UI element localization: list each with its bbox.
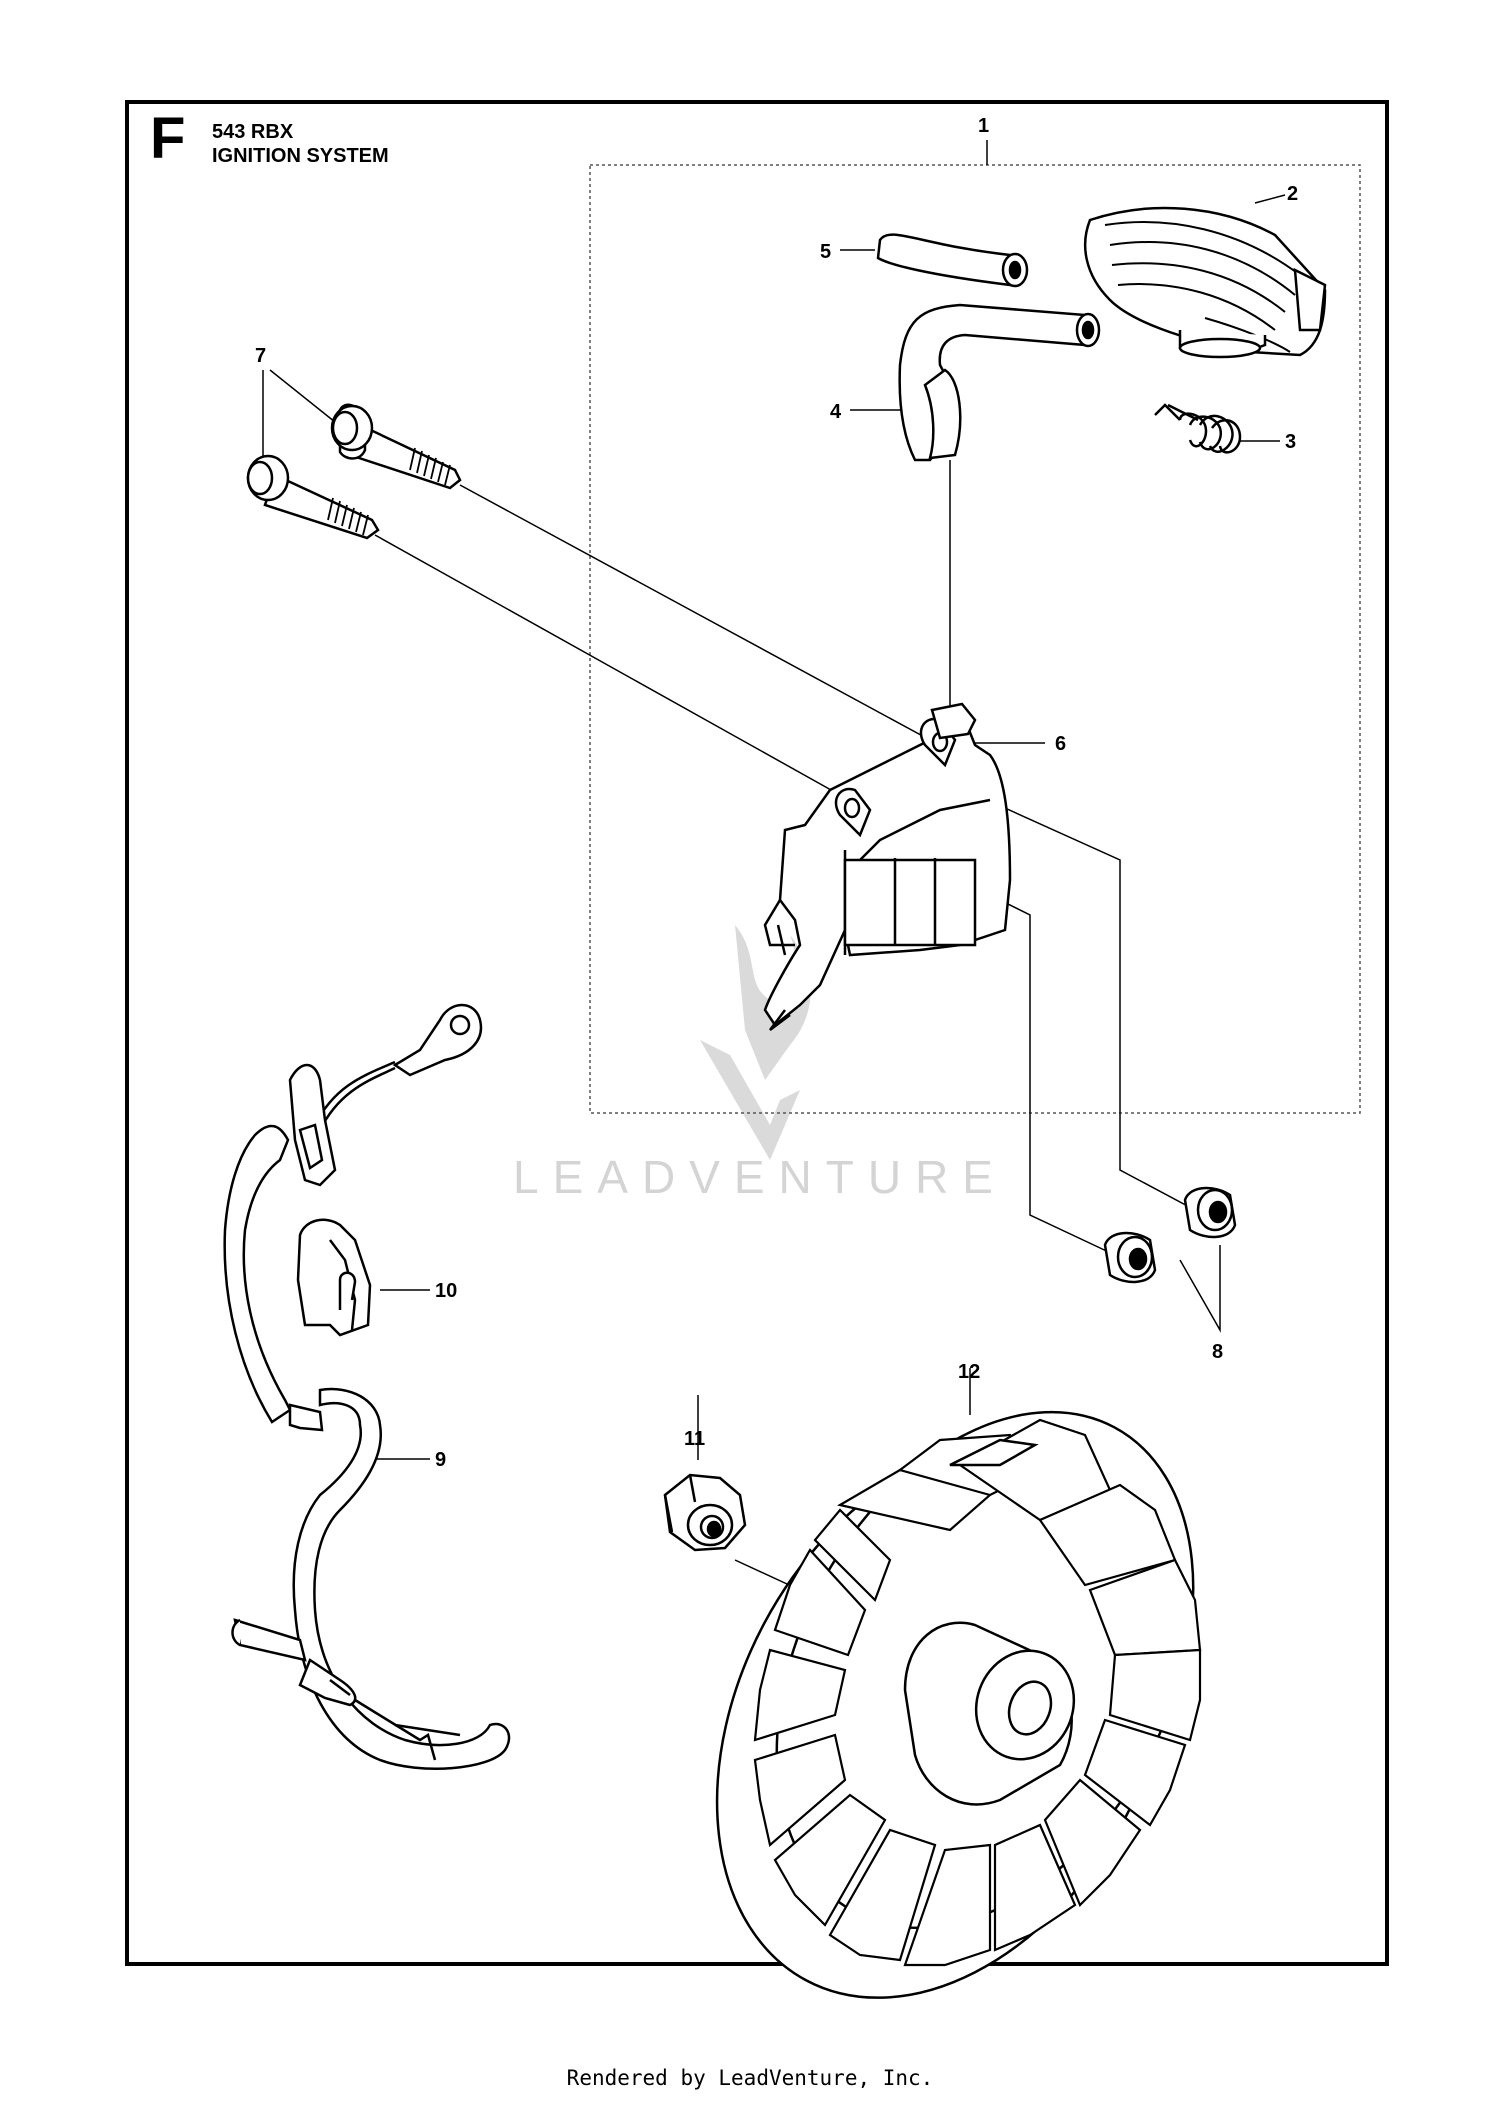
callout-4: 4	[830, 401, 842, 423]
part-5-hose	[876, 233, 1029, 288]
part-12-flywheel	[715, 1410, 1202, 1999]
part-11-nut	[663, 1473, 747, 1552]
callout-11: 11	[684, 1428, 705, 1450]
part-2-switch	[1083, 206, 1327, 359]
model-name: 543 RBX	[212, 121, 294, 143]
kit-boundary-box	[589, 164, 1361, 1114]
system-name: IGNITION SYSTEM	[212, 145, 389, 167]
leader-lines	[262, 194, 1286, 1591]
callout-5: 5	[820, 241, 831, 263]
part-7-screws	[246, 403, 462, 540]
part-9-ignition-cable	[223, 1003, 511, 1770]
callout-8: 8	[1212, 1341, 1223, 1363]
callout-3: 3	[1285, 431, 1296, 453]
callout-9: 9	[435, 1449, 446, 1471]
part-10-grommet	[296, 1218, 372, 1337]
watermark-text: LEADVENTURE	[513, 1151, 1007, 1203]
diagram-title: 543 RBX IGNITION SYSTEM	[212, 120, 389, 168]
section-letter: F	[150, 106, 186, 171]
part-4-hose	[898, 303, 1101, 462]
callout-10: 10	[435, 1280, 457, 1302]
callout-7: 7	[255, 345, 266, 367]
footer-credit: Rendered by LeadVenture, Inc.	[566, 2066, 934, 2090]
callout-12: 12	[958, 1361, 980, 1383]
diagram-frame	[125, 100, 1389, 1966]
part-8-spacers	[1103, 1186, 1237, 1284]
callout-1: 1	[978, 115, 989, 137]
callout-2: 2	[1287, 183, 1298, 205]
part-3-spring	[1154, 403, 1242, 454]
part-6-ignition-module	[763, 702, 1012, 1031]
callout-6: 6	[1055, 733, 1066, 755]
